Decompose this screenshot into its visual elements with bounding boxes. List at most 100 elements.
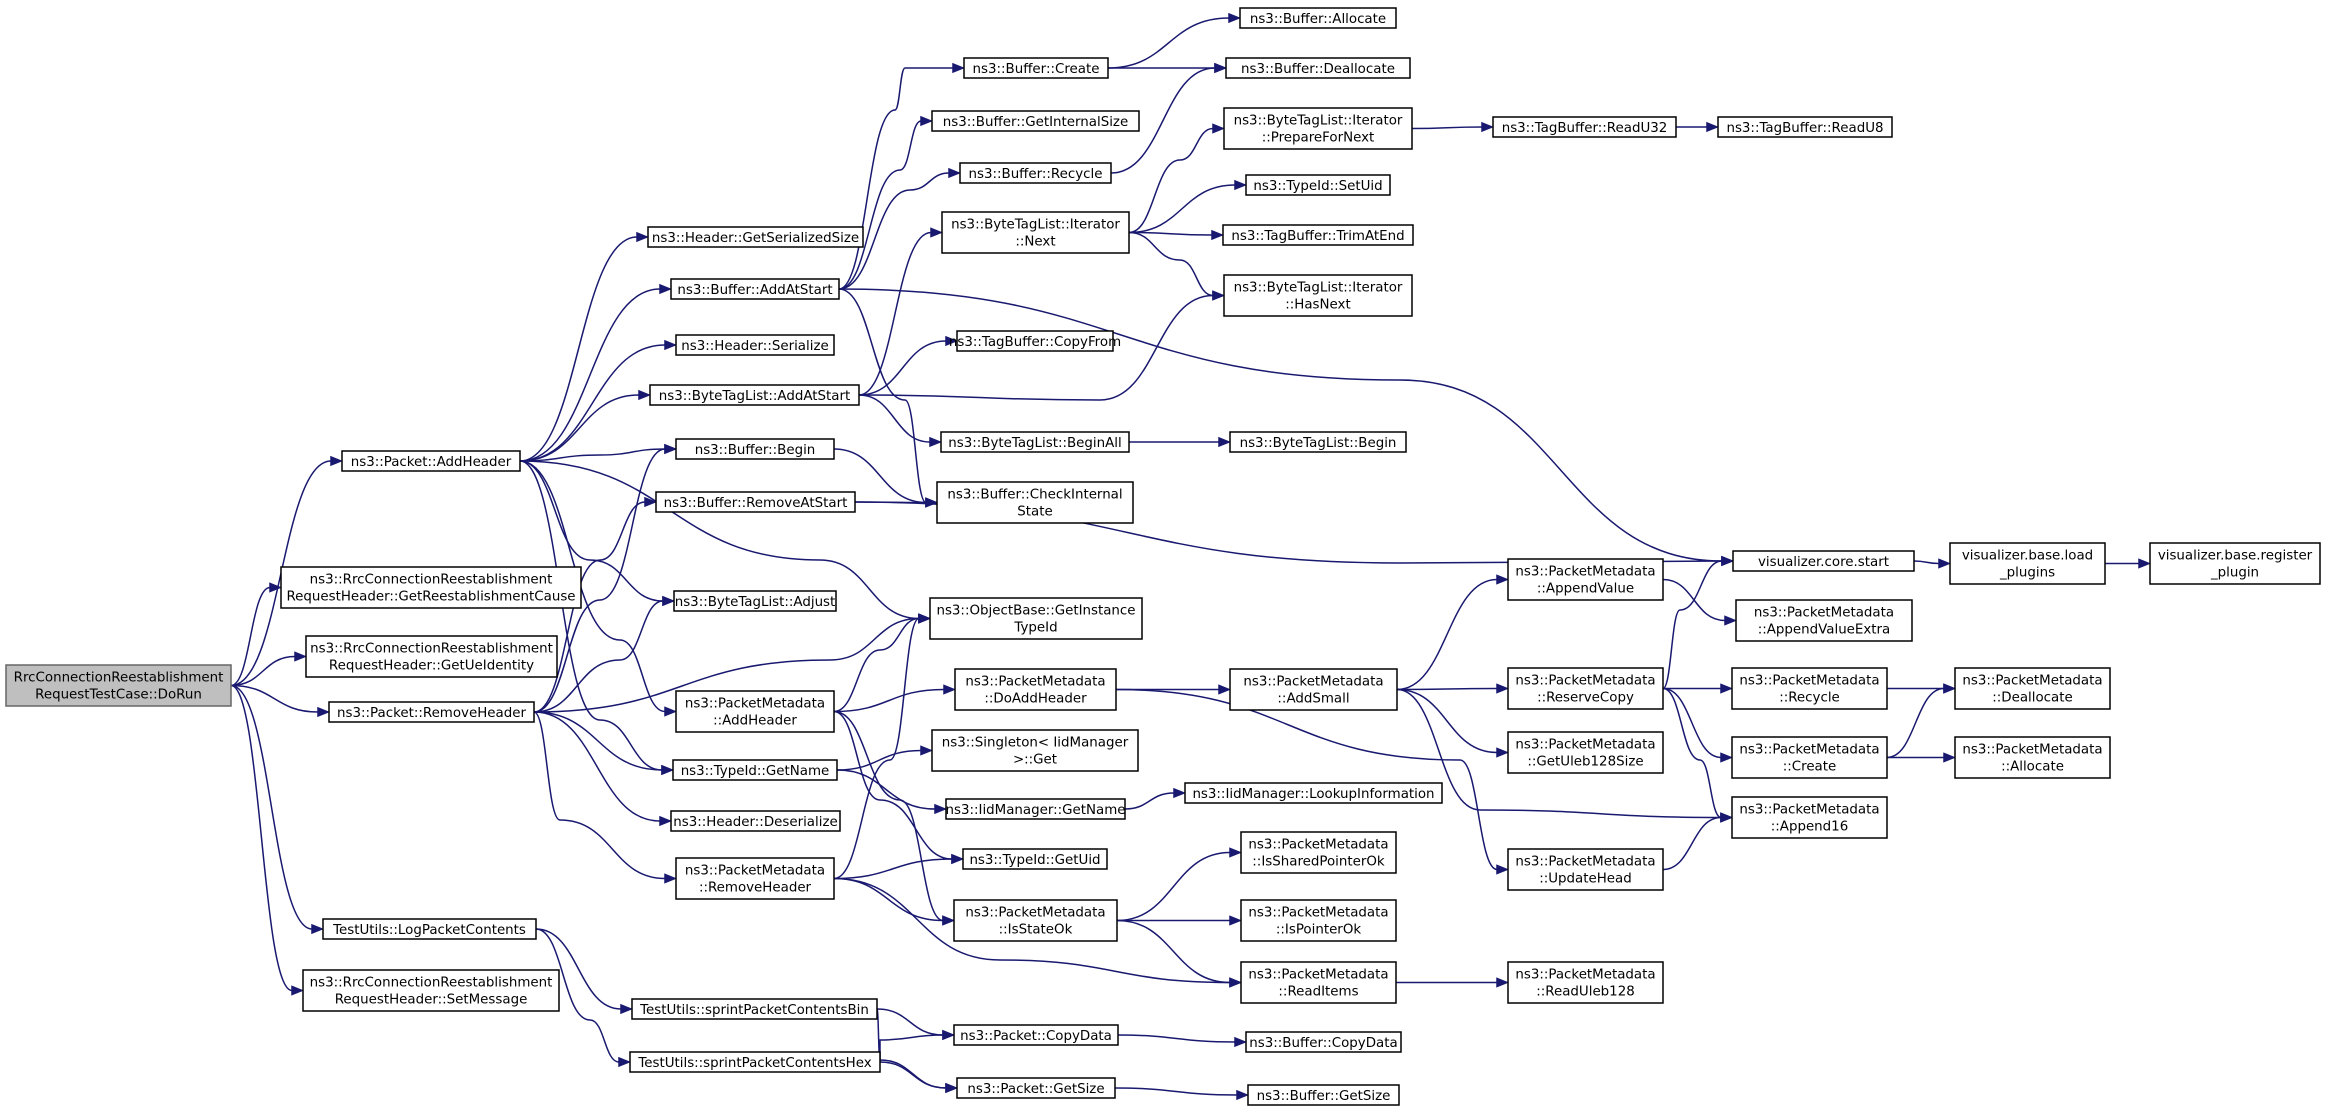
node-label: ns3::PacketMetadata [1962,743,2102,758]
edge-arrowhead [330,455,344,467]
node-box [675,334,835,356]
node-n44[interactable]: ns3::PacketMetadata::IsSharedPointerOk [1240,831,1397,874]
node-n56[interactable]: visualizer.core.start [1732,550,1915,572]
node-n46[interactable]: ns3::PacketMetadata::ReadItems [1240,961,1397,1004]
node-label: ns3::PacketMetadata [685,697,825,712]
node-box [1735,599,1913,642]
node-label: ns3::PacketMetadata [1739,674,1879,689]
node-n24[interactable]: ns3::TagBuffer::CopyFrom [949,330,1121,352]
node-label: ns3::Buffer::GetInternalSize [943,115,1128,130]
node-n15[interactable]: ns3::TypeId::GetName [672,759,838,781]
node-label: visualizer.base.load [1962,549,2093,564]
node-n55[interactable]: ns3::TagBuffer::ReadU8 [1717,116,1893,138]
node-n36[interactable]: ns3::Buffer::Deallocate [1225,57,1411,79]
node-n42[interactable]: ns3::PacketMetadata::AddSmall [1229,668,1398,711]
node-n45[interactable]: ns3::PacketMetadata::IsPointerOk [1240,899,1397,942]
node-n43[interactable]: ns3::IidManager::LookupInformation [1184,782,1443,804]
node-n19[interactable]: TestUtils::sprintPacketContentsHex [629,1051,881,1073]
node-label: RrcConnectionReestablishment [14,671,224,686]
node-n54[interactable]: ns3::PacketMetadata::ReadUleb128 [1507,961,1664,1004]
node-label: ::IsPointerOk [1276,923,1361,938]
node-box [1240,831,1397,874]
node-box [954,668,1117,711]
node-label: ::ReserveCopy [1537,691,1634,706]
edge-line [519,236,638,462]
node-n2[interactable]: ns3::RrcConnectionReestablishmentRequest… [280,566,582,609]
node-n33[interactable]: ns3::Packet::CopyData [953,1024,1119,1046]
node-label: ::AddSmall [1277,692,1349,707]
node-n39[interactable]: ns3::TagBuffer::TrimAtEnd [1222,224,1414,246]
nodes-layer: RrcConnectionReestablishmentRequestTestC… [5,7,2321,1106]
edge-line [1128,231,1214,297]
node-n10[interactable]: ns3::ByteTagList::AddAtStart [649,384,860,406]
node-n8[interactable]: ns3::Buffer::AddAtStart [670,278,840,300]
node-n28[interactable]: ns3::PacketMetadata::DoAddHeader [954,668,1117,711]
node-label: ns3::Buffer::Deallocate [1241,62,1395,77]
node-n49[interactable]: ns3::TagBuffer::ReadU32 [1492,116,1677,138]
node-n53[interactable]: ns3::PacketMetadata::UpdateHead [1507,848,1664,891]
node-n29[interactable]: ns3::Singleton< IidManager>::Get [931,729,1139,772]
node-n21[interactable]: ns3::Buffer::GetInternalSize [931,110,1140,132]
node-n38[interactable]: ns3::TypeId::SetUid [1245,174,1391,196]
node-box [305,635,558,678]
node-box [953,1024,1119,1046]
node-n0[interactable]: RrcConnectionReestablishmentRequestTestC… [5,664,232,707]
node-n20[interactable]: ns3::Buffer::Create [963,57,1109,79]
node-n31[interactable]: ns3::TypeId::GetUid [962,848,1108,870]
node-n12[interactable]: ns3::Buffer::RemoveAtStart [655,491,856,513]
node-n60[interactable]: ns3::PacketMetadata::Append16 [1731,796,1888,839]
node-n11[interactable]: ns3::Buffer::Begin [675,438,835,460]
node-box [672,759,838,781]
node-n22[interactable]: ns3::Buffer::Recycle [959,162,1112,184]
node-n4[interactable]: ns3::Packet::RemoveHeader [328,701,535,723]
node-n30[interactable]: ns3::IidManager::GetName [945,798,1126,820]
node-box [929,597,1143,640]
node-n58[interactable]: ns3::PacketMetadata::Recycle [1731,667,1888,710]
node-box [1954,667,2111,710]
node-n5[interactable]: TestUtils::LogPacketContents [322,918,537,940]
node-n23[interactable]: ns3::ByteTagList::Iterator::Next [941,211,1130,254]
node-n14[interactable]: ns3::PacketMetadata::AddHeader [675,690,835,733]
node-n6[interactable]: ns3::RrcConnectionReestablishmentRequest… [302,969,560,1012]
node-n16[interactable]: ns3::Header::Deserialize [670,810,841,832]
node-n17[interactable]: ns3::PacketMetadata::RemoveHeader [675,857,835,900]
node-label: TestUtils::sprintPacketContentsHex [637,1056,871,1071]
node-label: ::Create [1783,760,1837,775]
node-n61[interactable]: visualizer.base.load_plugins [1949,542,2106,585]
node-n3[interactable]: ns3::RrcConnectionReestablishmentRequest… [305,635,558,678]
node-n48[interactable]: ns3::Buffer::GetSize [1247,1084,1400,1106]
node-box [1229,431,1407,453]
node-n47[interactable]: ns3::Buffer::CopyData [1245,1031,1402,1053]
node-n62[interactable]: ns3::PacketMetadata::Deallocate [1954,667,2111,710]
edge-n28-to-n53 [1115,688,1510,875]
node-n9[interactable]: ns3::Header::Serialize [675,334,835,356]
node-n57[interactable]: ns3::PacketMetadata::AppendValueExtra [1735,599,1913,642]
node-n50[interactable]: ns3::PacketMetadata::AppendValue [1507,558,1664,601]
node-n32[interactable]: ns3::PacketMetadata::IsStateOk [953,899,1118,942]
node-n51[interactable]: ns3::PacketMetadata::ReserveCopy [1507,667,1664,710]
edge-n0-to-n4 [230,684,331,718]
node-n35[interactable]: ns3::Buffer::Allocate [1239,7,1397,29]
edge-line [879,1034,944,1062]
edge-n1-to-n10 [519,389,652,462]
edge-n4-to-n17 [533,711,678,884]
node-n13[interactable]: ns3::ByteTagList::Adjust [673,590,837,612]
node-n25[interactable]: ns3::ByteTagList::BeginAll [940,431,1130,453]
node-label: ns3::PacketMetadata [1754,606,1894,621]
node-label: ::IsSharedPointerOk [1252,855,1385,870]
node-n63[interactable]: ns3::PacketMetadata::Allocate [1954,736,2111,779]
node-label: RequestTestCase::DoRun [35,688,202,703]
node-n59[interactable]: ns3::PacketMetadata::Create [1731,736,1888,779]
node-n18[interactable]: TestUtils::sprintPacketContentsBin [631,998,878,1020]
node-n64[interactable]: visualizer.base.register_plugin [2149,542,2321,585]
edge-arrowhead [952,62,966,74]
node-n40[interactable]: ns3::ByteTagList::Iterator::HasNext [1223,274,1413,317]
node-n34[interactable]: ns3::Packet::GetSize [956,1077,1116,1099]
node-n7[interactable]: ns3::Header::GetSerializedSize [647,226,864,248]
node-n37[interactable]: ns3::ByteTagList::Iterator::PrepareForNe… [1223,107,1413,150]
node-n41[interactable]: ns3::ByteTagList::Begin [1229,431,1407,453]
node-n1[interactable]: ns3::Packet::AddHeader [341,450,521,472]
node-n52[interactable]: ns3::PacketMetadata::GetUleb128Size [1507,731,1664,774]
